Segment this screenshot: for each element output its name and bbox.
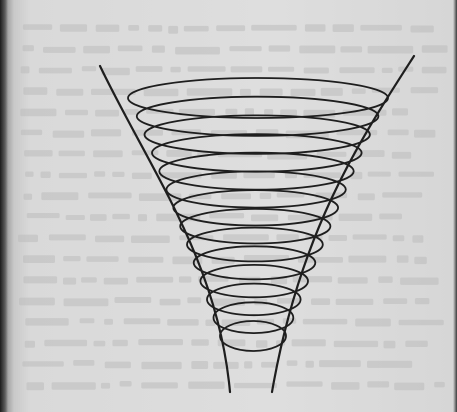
funnel-left-outline bbox=[100, 66, 230, 392]
spiral-loop bbox=[220, 321, 286, 351]
spiral-loop bbox=[194, 246, 316, 279]
spiral-loop bbox=[187, 228, 323, 262]
spiral-loop bbox=[128, 78, 388, 118]
spiral-loops bbox=[128, 78, 388, 351]
spiral-loop bbox=[200, 265, 308, 297]
spiral-loop bbox=[207, 284, 301, 316]
